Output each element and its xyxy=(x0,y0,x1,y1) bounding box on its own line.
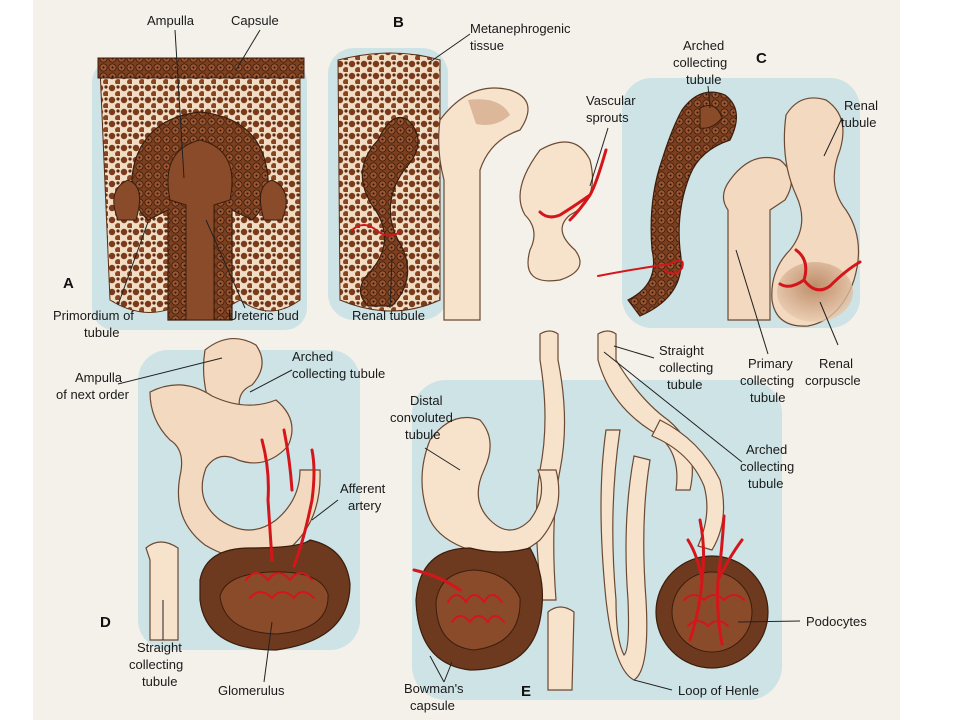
panel-letter-e: E xyxy=(521,683,531,700)
glomerulus-d xyxy=(245,572,315,600)
label-capsule: Capsule xyxy=(231,13,279,28)
panel-c-illustration xyxy=(597,78,862,328)
labels-panel-d: Ampulla of next order Arched collecting … xyxy=(56,349,386,698)
label-arched-c-3: tubule xyxy=(686,72,721,87)
label-straight-d-1: Straight xyxy=(137,640,182,655)
label-ureteric-bud: Ureteric bud xyxy=(228,308,299,323)
label-renal-corpuscle-1: Renal xyxy=(819,356,853,371)
label-arched-d-1: Arched xyxy=(292,349,333,364)
label-glomerulus: Glomerulus xyxy=(218,683,285,698)
capsule-band xyxy=(97,57,305,79)
ampulla-lumen xyxy=(167,139,233,321)
label-arched-c-1: Arched xyxy=(683,38,724,53)
vascular-sprout-b-left xyxy=(351,224,401,237)
afferent-e-left xyxy=(412,568,462,592)
label-renal-corpuscle-2: corpuscle xyxy=(805,373,861,388)
arched-collecting-e xyxy=(651,419,725,551)
label-bowmans-2: capsule xyxy=(410,698,455,713)
label-arched-e-2: collecting xyxy=(740,459,794,474)
panel-b-illustration xyxy=(328,48,608,321)
arched-collecting-d xyxy=(149,384,321,559)
label-metanephrogenic-1: Metanephrogenic xyxy=(470,21,571,36)
label-primordium-1: Primordium of xyxy=(53,308,134,323)
panel-letter-c: C xyxy=(756,50,767,67)
label-arched-e-1: Arched xyxy=(746,442,787,457)
panel-letter-a: A xyxy=(63,275,74,292)
label-straight-e-2: collecting xyxy=(659,360,713,375)
renal-tubule-b-shape xyxy=(359,116,419,307)
tubule-primordium-left xyxy=(113,179,141,221)
label-bowmans-1: Bowman's xyxy=(404,681,464,696)
arched-collecting-c xyxy=(627,91,737,317)
label-podocytes: Podocytes xyxy=(806,614,867,629)
vascular-loop-c xyxy=(597,259,684,277)
loop-of-henle-shape xyxy=(600,429,651,681)
label-renal-tubule-c-2: tubule xyxy=(841,115,876,130)
primary-collecting-c xyxy=(722,156,792,321)
labels-panel-a: Ampulla Capsule Primordium of tubule Ure… xyxy=(53,13,299,340)
label-primordium-2: tubule xyxy=(84,325,119,340)
afferent-artery-d xyxy=(260,428,316,568)
panel-d-illustration xyxy=(138,338,360,651)
vascular-sprouts-b xyxy=(538,148,608,222)
panel-a-illustration xyxy=(92,57,307,330)
label-vascular-1: Vascular xyxy=(586,93,636,108)
label-straight-e-1: Straight xyxy=(659,343,704,358)
arched-lumen-c xyxy=(699,105,723,129)
label-afferent-2: artery xyxy=(348,498,382,513)
label-primary-3: tubule xyxy=(750,390,785,405)
ureteric-branch-b xyxy=(438,87,529,321)
label-ampulla-next-2: of next order xyxy=(56,387,130,402)
labels-panel-e: Straight collecting tubule Distal convol… xyxy=(390,343,867,713)
s-shaped-body-b xyxy=(519,141,594,282)
label-renal-tubule-c-1: Renal xyxy=(844,98,878,113)
label-straight-e-3: tubule xyxy=(667,377,702,392)
glomerulus-c xyxy=(778,248,862,292)
label-arched-c-2: collecting xyxy=(673,55,727,70)
labels-panel-b: Metanephrogenic tissue Vascular sprouts … xyxy=(352,21,636,323)
label-primary-1: Primary xyxy=(748,356,793,371)
label-loop-of-henle: Loop of Henle xyxy=(678,683,759,698)
label-straight-d-3: tubule xyxy=(142,674,177,689)
label-vascular-2: sprouts xyxy=(586,110,629,125)
straight-collecting-stub-e xyxy=(547,606,575,691)
label-afferent-1: Afferent xyxy=(340,481,386,496)
label-distal-3: tubule xyxy=(405,427,440,442)
label-ampulla-next-1: Ampulla xyxy=(75,370,123,385)
straight-collecting-d xyxy=(145,541,179,641)
label-arched-e-3: tubule xyxy=(748,476,783,491)
label-ampulla: Ampulla xyxy=(147,13,195,28)
label-metanephrogenic-2: tissue xyxy=(470,38,504,53)
label-primary-2: collecting xyxy=(740,373,794,388)
tubule-primordium-right xyxy=(259,179,287,221)
label-arched-d-2: collecting tubule xyxy=(292,366,385,381)
labels-panel-c: Arched collecting tubule Renal tubule Pr… xyxy=(673,38,878,405)
label-straight-d-2: collecting xyxy=(129,657,183,672)
label-distal-2: convoluted xyxy=(390,410,453,425)
panel-letter-d: D xyxy=(100,614,111,631)
panel-e-illustration xyxy=(412,330,782,700)
label-renal-tubule-b: Renal tubule xyxy=(352,308,425,323)
label-distal-1: Distal xyxy=(410,393,443,408)
glomerulus-e-left xyxy=(447,594,505,624)
podocyte-vessels xyxy=(686,514,744,646)
panel-letter-b: B xyxy=(393,14,404,31)
leader-lines xyxy=(117,29,843,691)
